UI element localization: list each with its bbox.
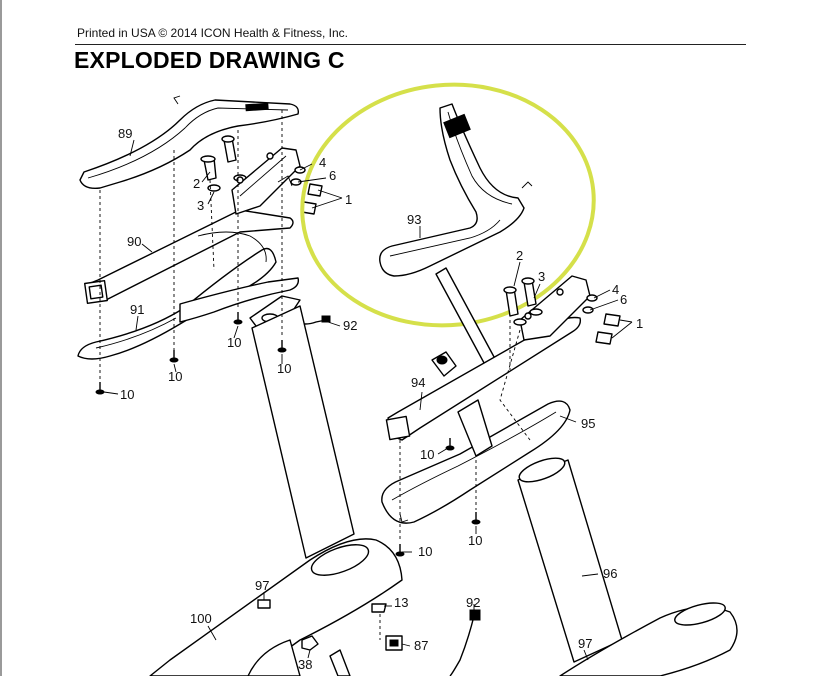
callout-96: 96 [603, 566, 617, 581]
washer-3a [207, 184, 221, 192]
part-96-shape [517, 459, 623, 663]
callout-87: 87 [414, 638, 428, 653]
callout-100: 100 [190, 611, 212, 626]
screw-10e [445, 438, 455, 451]
callout-13: 13 [394, 595, 408, 610]
callout-89: 89 [118, 126, 132, 141]
part-91-shape [77, 247, 277, 360]
cable-92b [449, 615, 475, 676]
callout-10e: 10 [420, 447, 434, 462]
callout-95: 95 [581, 416, 595, 431]
callout-10f: 10 [418, 544, 432, 559]
callout-92b: 92 [466, 595, 480, 610]
callout-90: 90 [127, 234, 141, 249]
callout-3b: 3 [538, 269, 545, 284]
callout-10d: 10 [120, 387, 134, 402]
callout-1a: 1 [345, 192, 352, 207]
callout-10g: 10 [468, 533, 482, 548]
screw-10g [471, 512, 481, 525]
callout-6a: 6 [329, 168, 336, 183]
callout-93: 93 [407, 212, 421, 227]
callout-3a: 3 [197, 198, 204, 213]
part-38-shape [301, 635, 319, 651]
callout-92a: 92 [343, 318, 357, 333]
callout-6b: 6 [620, 292, 627, 307]
screw-10b [169, 350, 179, 363]
print-note: Printed in USA © 2014 ICON Health & Fitn… [77, 26, 348, 40]
upright-post [251, 305, 355, 559]
callout-2a: 2 [193, 176, 200, 191]
screw-10d [277, 340, 287, 353]
callout-10b: 10 [277, 361, 291, 376]
callout-4b: 4 [612, 282, 619, 297]
callout-38: 38 [298, 657, 312, 672]
page-left-edge [0, 0, 2, 676]
screw-10f [395, 544, 405, 557]
bolt-1a [307, 183, 323, 197]
callout-91: 91 [130, 302, 144, 317]
part-89-shape [79, 99, 300, 190]
header-rule [75, 44, 746, 45]
part-90-shape [87, 209, 294, 303]
callout-2b: 2 [516, 248, 523, 263]
screw-10a [95, 382, 105, 395]
callout-4a: 4 [319, 155, 326, 170]
callout-1b: 1 [636, 316, 643, 331]
screw-10c [233, 312, 243, 325]
callout-97b: 97 [578, 636, 592, 651]
callout-10c: 10 [168, 369, 182, 384]
highlight-ellipse [300, 82, 596, 328]
page-title: EXPLODED DRAWING C [74, 47, 345, 73]
callout-94: 94 [411, 375, 425, 390]
callout-10a: 10 [227, 335, 241, 350]
part-93-shape [379, 103, 525, 277]
callout-97a: 97 [255, 578, 269, 593]
